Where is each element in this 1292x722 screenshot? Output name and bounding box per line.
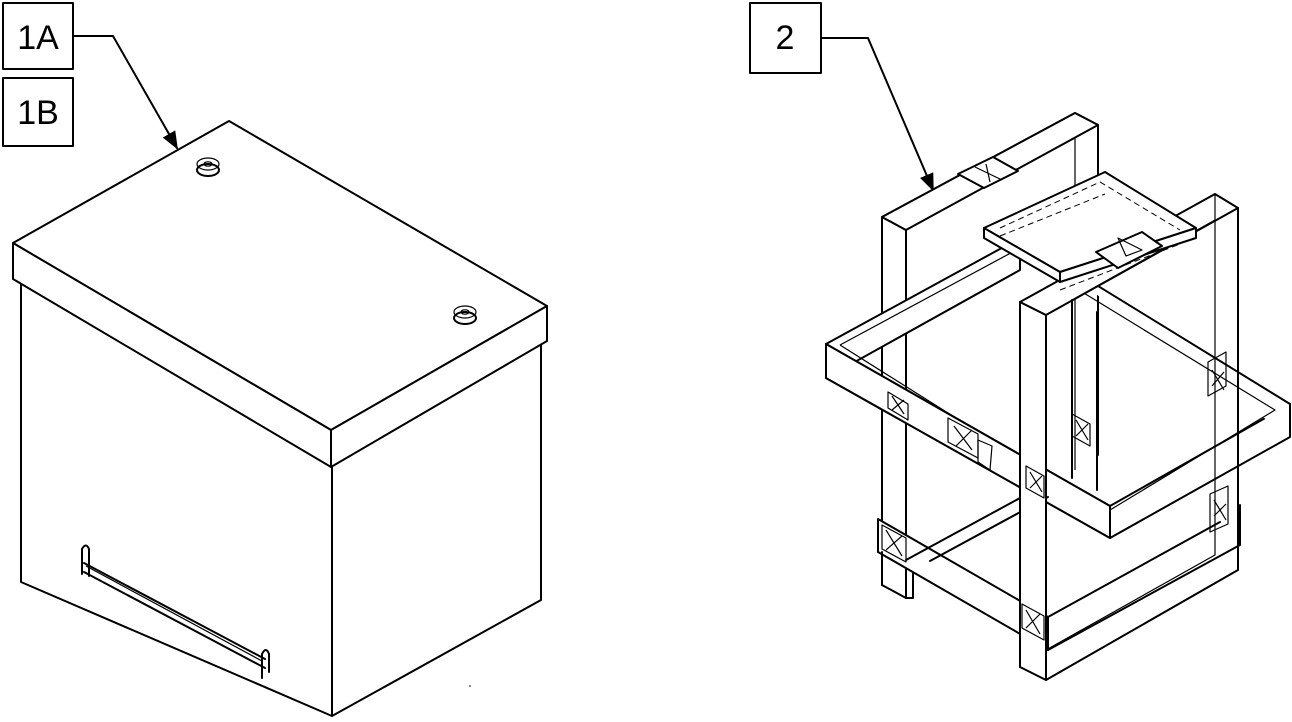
callout-1b-label: 1B	[17, 94, 59, 132]
frame-horizontal-band-left	[825, 343, 1111, 539]
leader-line-2	[820, 37, 934, 192]
frame-horizontal-band-back	[825, 237, 1021, 379]
callout-1a-label: 1A	[17, 19, 59, 57]
callout-2: 2	[749, 2, 822, 74]
callout-2-label: 2	[776, 19, 795, 57]
battery-terminal-left	[196, 157, 220, 177]
frame-horizontal-band-front	[1109, 403, 1291, 539]
battery-handle	[81, 544, 270, 679]
stray-dot	[469, 685, 471, 687]
callout-1a: 1A	[2, 2, 74, 70]
frame-right-upright-front	[1019, 301, 1047, 681]
callout-1b: 1B	[2, 77, 74, 147]
battery-terminal-right	[453, 305, 477, 325]
leader-line-1a	[72, 35, 178, 150]
battery-frame	[825, 112, 1291, 681]
frame-clips	[881, 351, 1229, 641]
battery-lid-right-edge	[330, 305, 548, 468]
battery-box	[12, 120, 548, 717]
